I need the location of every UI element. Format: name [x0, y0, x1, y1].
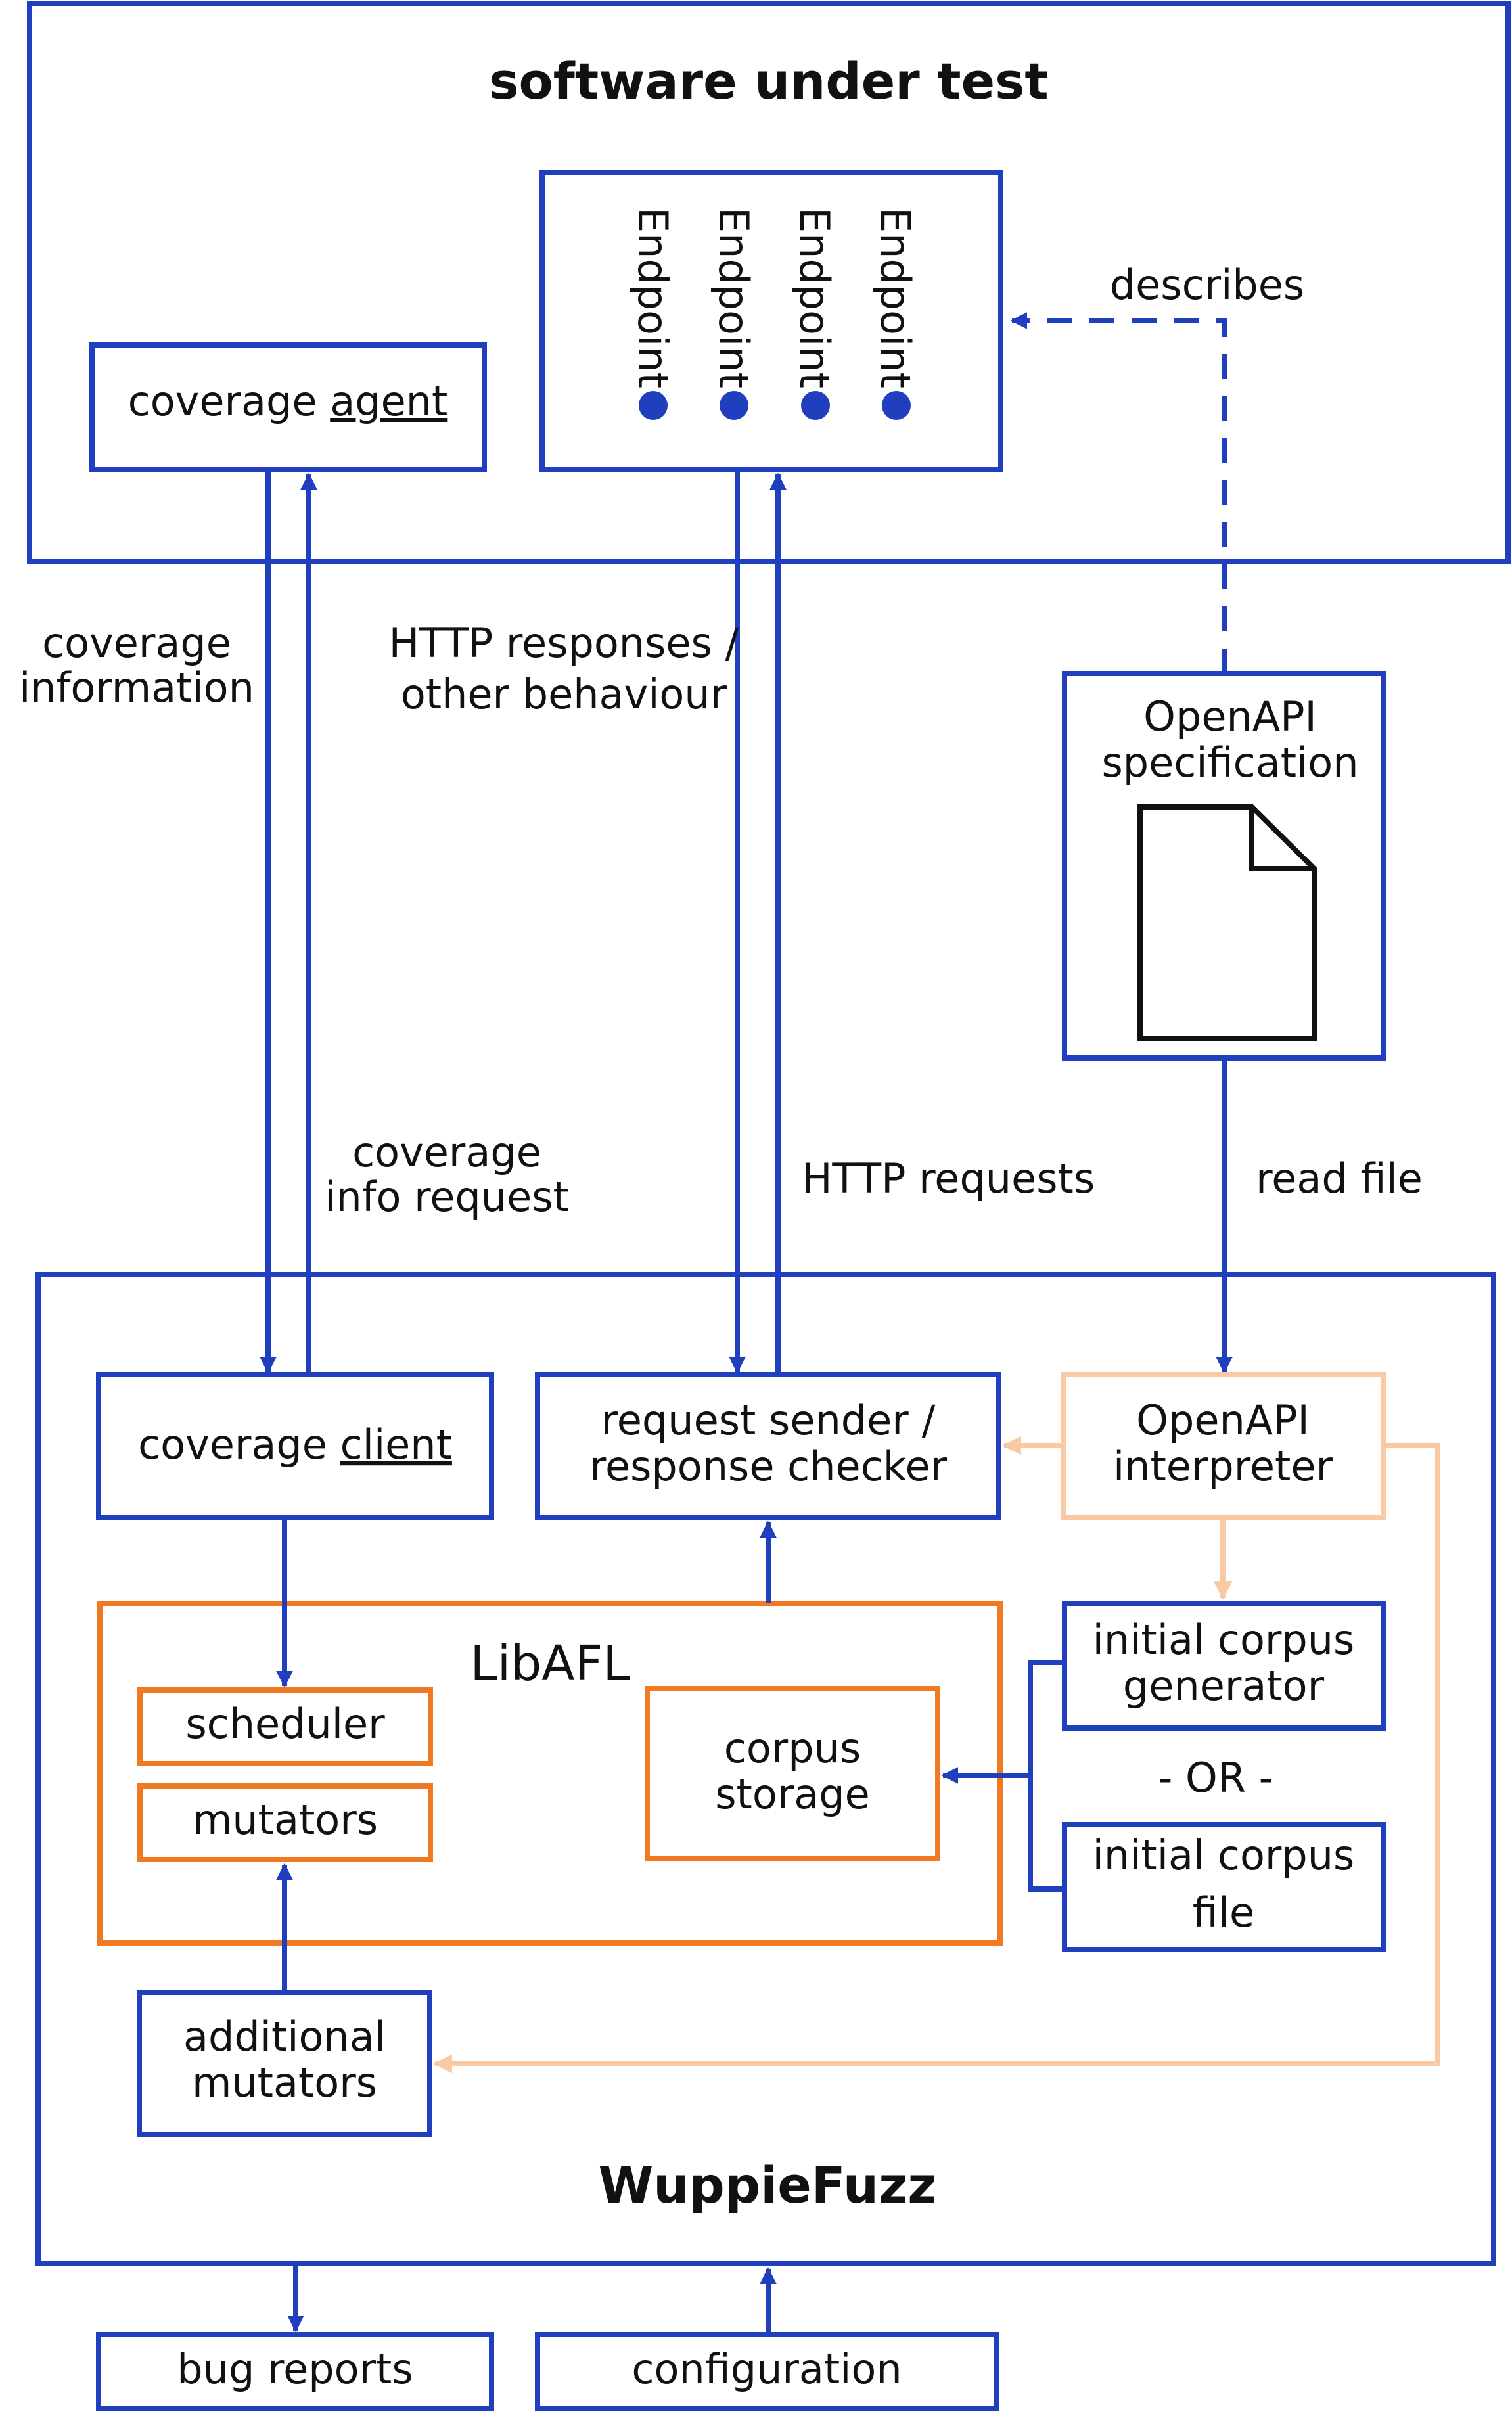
or-separator: - OR - — [1158, 1754, 1273, 1802]
endpoint-3-dot — [801, 391, 830, 420]
configuration-box: configuration — [535, 2332, 999, 2411]
endpoints-box: Endpoint Endpoint Endpoint Endpoint — [539, 170, 1003, 472]
endpoint-3-label: Endpoint — [790, 207, 838, 388]
initial-corpus-file-line1: initial corpus — [1093, 1831, 1355, 1879]
additional-mutators-line2: mutators — [192, 2059, 377, 2107]
openapi-spec-line2: specification — [1101, 739, 1358, 787]
initial-corpus-generator-line1: initial corpus — [1093, 1616, 1355, 1664]
openapi-interpreter-box: OpenAPI interpreter — [1061, 1372, 1386, 1520]
initial-corpus-file-line2: file — [1193, 1888, 1254, 1936]
openapi-spec-line1: OpenAPI — [1143, 693, 1317, 741]
endpoint-2: Endpoint — [710, 207, 758, 420]
additional-mutators-box: additional mutators — [137, 1990, 432, 2137]
describes-label: describes — [1110, 261, 1304, 309]
request-sender-line1: request sender / — [601, 1396, 936, 1444]
openapi-interpreter-line2: interpreter — [1113, 1442, 1333, 1490]
request-sender-box: request sender / response checker — [535, 1372, 1001, 1520]
initial-corpus-generator-line2: generator — [1123, 1662, 1325, 1710]
http-connectors: HTTP responses / other behaviour HTTP re… — [389, 470, 1095, 1375]
coverage-information-line2: information — [19, 664, 254, 712]
http-requests-label: HTTP requests — [802, 1154, 1095, 1202]
software-under-test-box: software under test — [27, 1, 1511, 564]
coverage-connectors: coverage information coverage info reque… — [19, 470, 569, 1375]
wuppiefuzz-title: WuppieFuzz — [598, 2156, 936, 2214]
describes-connector: describes — [1010, 261, 1304, 673]
coverage-client-label: coverage client — [138, 1421, 452, 1469]
interpreter-to-additional-mutators-arrow — [433, 1443, 1440, 2074]
configuration-label: configuration — [631, 2345, 902, 2393]
coverage-agent-label: coverage agent — [128, 377, 448, 425]
corpus-storage-box: corpus storage — [645, 1686, 940, 1861]
openapi-specification-box: OpenAPI specification — [1062, 671, 1386, 1061]
initial-corpus-generator-box: initial corpus generator — [1062, 1601, 1386, 1731]
coverage-info-request-line2: info request — [325, 1173, 569, 1221]
interpreter-connectors — [433, 1436, 1440, 2074]
initial-corpus-file-box: initial corpus file — [1062, 1822, 1386, 1952]
bug-reports-box: bug reports — [96, 2332, 494, 2411]
http-responses-line1: HTTP responses / — [389, 619, 739, 667]
scheduler-label: scheduler — [185, 1700, 385, 1748]
scheduler-box: scheduler — [137, 1687, 433, 1766]
mutators-label: mutators — [193, 1796, 378, 1844]
coverage-info-request-line1: coverage — [352, 1128, 541, 1176]
endpoint-2-label: Endpoint — [710, 207, 758, 388]
software-under-test-title: software under test — [489, 52, 1048, 110]
wuppiefuzz-box: WuppieFuzz — [35, 1272, 1496, 2266]
endpoint-3: Endpoint — [790, 207, 838, 420]
coverage-information-line1: coverage — [42, 619, 231, 667]
corpus-storage-line2: storage — [715, 1770, 870, 1818]
endpoint-4: Endpoint — [871, 207, 919, 420]
endpoint-4-label: Endpoint — [871, 207, 919, 388]
endpoint-1: Endpoint — [629, 207, 677, 420]
coverage-client-box: coverage client — [96, 1372, 494, 1520]
http-responses-line2: other behaviour — [401, 670, 727, 718]
read-file-label: read file — [1256, 1154, 1423, 1202]
bug-reports-label: bug reports — [177, 2345, 413, 2393]
endpoint-2-dot — [720, 391, 748, 420]
additional-mutators-line1: additional — [183, 2013, 386, 2061]
coverage-agent-box: coverage agent — [89, 342, 487, 472]
read-file-connector: read file — [1216, 1058, 1423, 1374]
endpoint-1-label: Endpoint — [629, 207, 677, 388]
libafl-title: LibAFL — [470, 1635, 630, 1692]
initial-corpus-connector — [941, 1660, 1065, 1892]
endpoint-4-dot — [882, 391, 911, 420]
openapi-interpreter-line1: OpenAPI — [1136, 1396, 1310, 1444]
endpoint-1-dot — [639, 391, 668, 420]
mutators-box: mutators — [137, 1783, 433, 1862]
corpus-storage-line1: corpus — [724, 1724, 861, 1772]
request-sender-line2: response checker — [589, 1442, 948, 1490]
document-icon — [1137, 804, 1317, 1041]
